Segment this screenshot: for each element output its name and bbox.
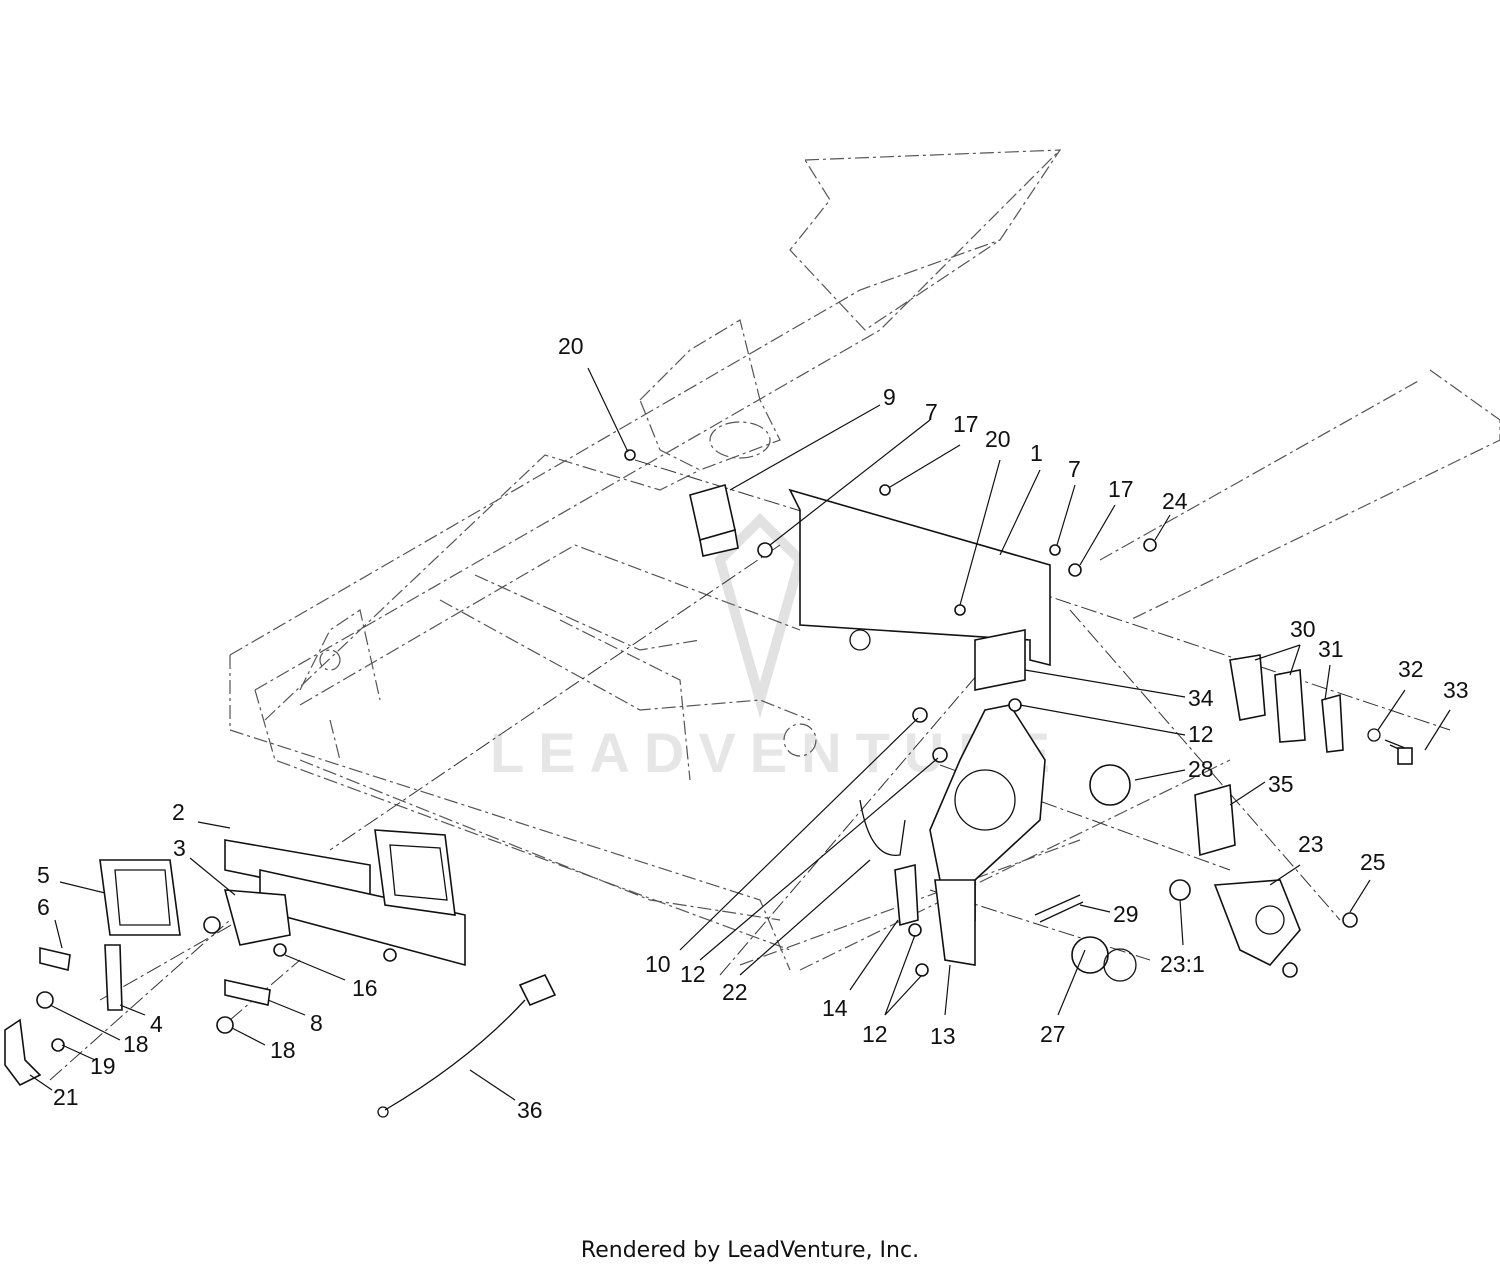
credit-footer: Rendered by LeadVenture, Inc. (580, 1238, 920, 1263)
part-strap-4 (104, 944, 123, 1011)
part-relay-9 (689, 483, 739, 557)
part-label-35 (1194, 783, 1236, 857)
callout-label: 35 (1268, 771, 1294, 797)
callout-label: 21 (53, 1084, 79, 1110)
callout-label: 6 (37, 894, 50, 920)
callout-label: 12 (862, 1021, 888, 1047)
callout-label: 34 (1188, 685, 1214, 711)
part-spacer-34 (974, 629, 1026, 691)
callout-label: 4 (150, 1011, 163, 1037)
callout-label: 18 (123, 1031, 149, 1057)
callout-label: 30 (1290, 616, 1316, 642)
part-pin-29 (1034, 894, 1084, 923)
callout-label: 12 (680, 961, 706, 987)
callout-label: 5 (37, 862, 50, 888)
callout-label: 17 (953, 411, 979, 437)
callout-label: 19 (90, 1053, 116, 1079)
part-bolt-33 (1384, 739, 1413, 765)
part-plug-27 (1071, 936, 1137, 982)
callout-label: 23 (1298, 831, 1324, 857)
callout-label: 28 (1188, 756, 1214, 782)
part-solenoid-3 (203, 889, 291, 946)
part-nuts (36, 449, 1358, 1052)
leader-lines (29, 367, 1451, 1101)
part-terminal-14 (894, 863, 919, 927)
callout-label: 29 (1113, 901, 1139, 927)
callout-label: 12 (1188, 721, 1214, 747)
callout-label: 2 (172, 799, 185, 825)
part-fuse-block-30 (1229, 654, 1306, 743)
part-jumper-6 (39, 946, 71, 971)
callout-label: 7 (925, 399, 938, 425)
callout-label: 13 (930, 1023, 956, 1049)
callout-label: 17 (1108, 476, 1134, 502)
part-solenoid-23 (1169, 879, 1301, 966)
callout-label: 14 (822, 995, 848, 1021)
part-regulator-5 (99, 859, 181, 936)
callout-label: 10 (645, 951, 671, 977)
callout-label: 22 (722, 979, 748, 1005)
callout-label: 1 (1030, 440, 1043, 466)
callout-label: 25 (1360, 849, 1386, 875)
part-bracket-13 (929, 704, 1046, 966)
callout-label: 24 (1162, 488, 1188, 514)
callout-label: 9 (883, 384, 896, 410)
callout-label: 3 (173, 835, 186, 861)
part-jumper-8 (224, 979, 271, 1006)
callout-label: 7 (1068, 456, 1081, 482)
callout-label: 23:1 (1160, 951, 1205, 977)
part-regulator-right (374, 829, 456, 916)
frame-phantom (229, 149, 1500, 971)
callout-label: 20 (985, 426, 1011, 452)
callout-label: 36 (517, 1097, 543, 1123)
part-cover-31 (1321, 693, 1344, 753)
callout-label: 32 (1398, 656, 1424, 682)
callout-label: 8 (310, 1010, 323, 1036)
part-plug-28 (1089, 764, 1131, 806)
part-washer-32 (1367, 728, 1381, 742)
callout-labels: 20 9 7 17 20 1 7 17 24 30 31 32 33 34 12… (37, 333, 1469, 1123)
part-mounting-plate-1 (788, 488, 1051, 667)
callout-label: 27 (1040, 1021, 1066, 1047)
callout-label: 16 (352, 975, 378, 1001)
callout-label: 18 (270, 1037, 296, 1063)
part-cable-22 (859, 799, 906, 856)
part-harness-36 (377, 973, 557, 1118)
callout-label: 33 (1443, 677, 1469, 703)
callout-label: 20 (558, 333, 584, 359)
part-boot-21 (4, 1018, 42, 1087)
callout-label: 31 (1318, 636, 1344, 662)
